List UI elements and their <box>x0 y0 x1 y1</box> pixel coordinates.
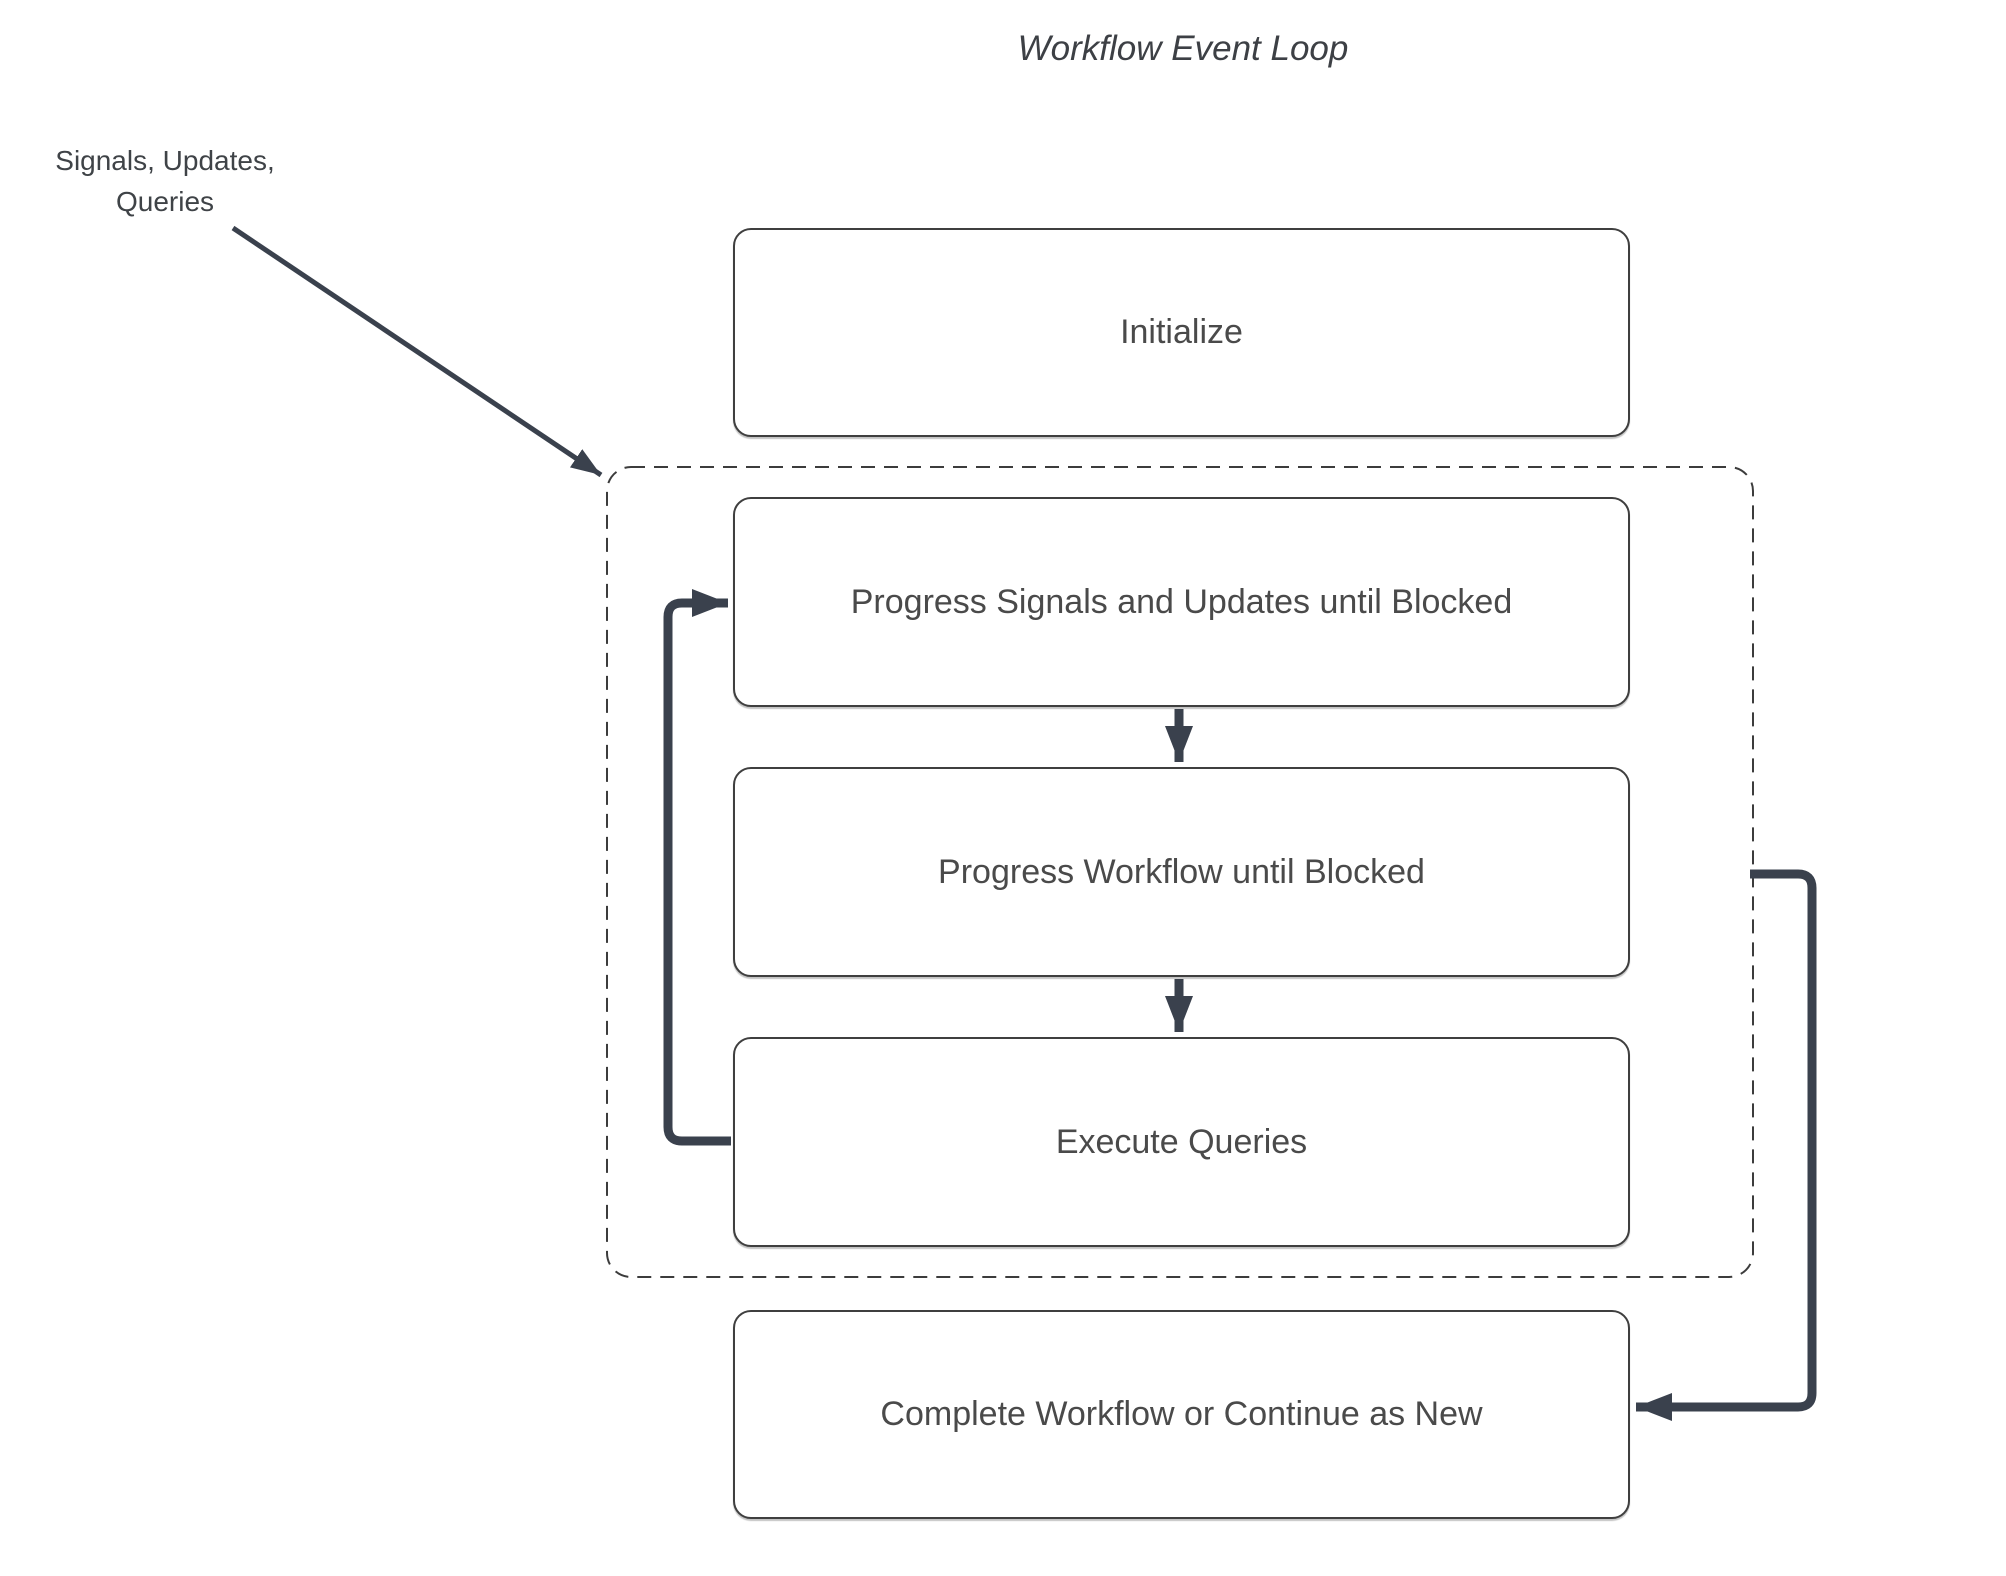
node-execute-queries-label: Execute Queries <box>1055 1122 1308 1161</box>
edge-execute-queries-loop-to-progress-signals <box>663 589 731 1146</box>
diagram-title: Workflow Event Loop <box>1017 29 1349 68</box>
edge-event-loop-to-complete-workflow <box>1636 869 1817 1421</box>
signals-updates-queries-arrow <box>231 225 603 478</box>
node-initialize: Initialize <box>733 228 1630 437</box>
node-progress-workflow: Progress Workflow until Blocked <box>733 767 1630 977</box>
node-execute-queries: Execute Queries <box>733 1037 1630 1247</box>
event-loop-dashed-container <box>606 466 1754 1278</box>
node-progress-signals-updates: Progress Signals and Updates until Block… <box>733 497 1630 707</box>
node-initialize-label: Initialize <box>1120 313 1243 351</box>
node-progress-signals-updates-label: Progress Signals and Updates until Block… <box>850 582 1513 621</box>
signals-updates-queries-annotation: Signals, Updates, Queries <box>55 145 275 217</box>
node-progress-workflow-label: Progress Workflow until Blocked <box>938 852 1425 891</box>
node-complete-or-continue: Complete Workflow or Continue as New <box>733 1310 1630 1519</box>
node-complete-or-continue-label: Complete Workflow or Continue as New <box>880 1395 1483 1433</box>
